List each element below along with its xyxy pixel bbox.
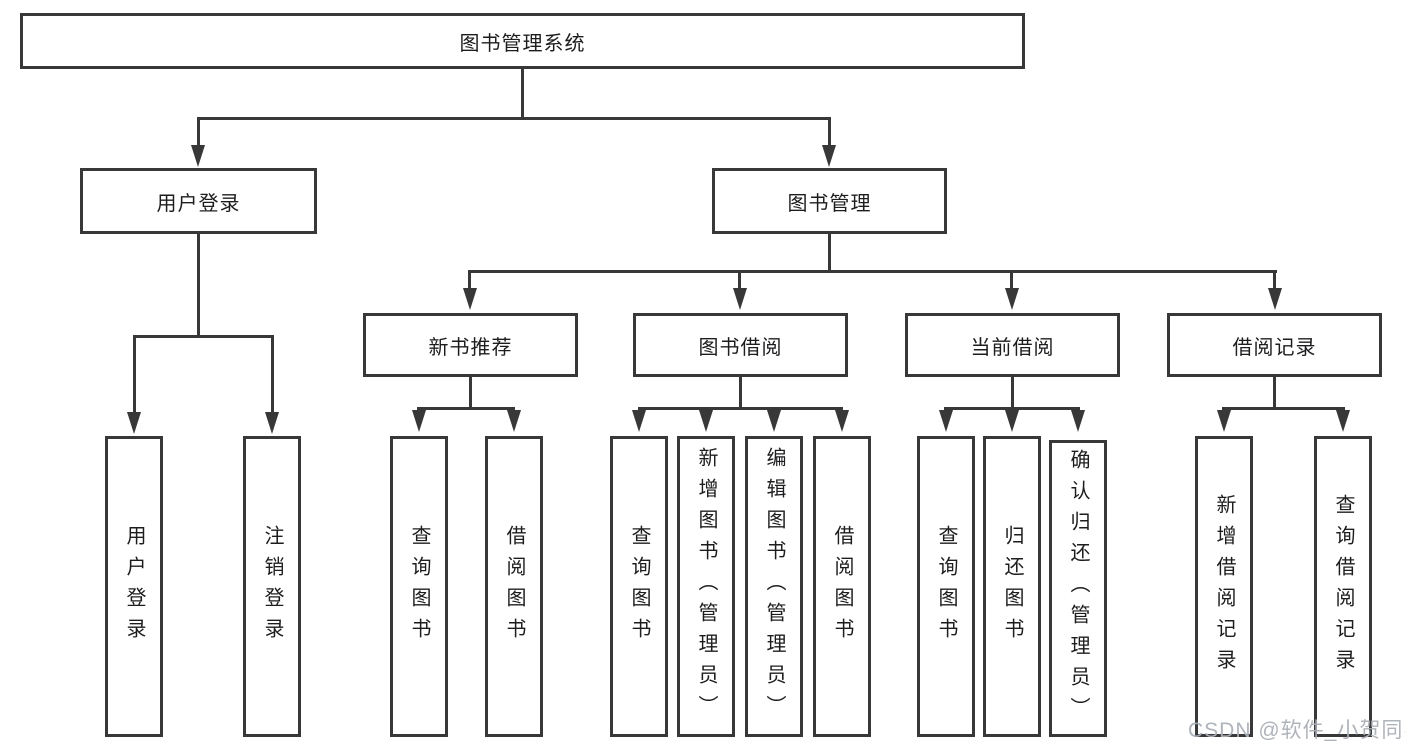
node-leaf-add-borrow-record: 新增借阅记录 xyxy=(1195,436,1253,737)
arrow-to-add-books xyxy=(699,410,713,432)
connector-borrow-records-stem xyxy=(1273,377,1276,409)
connector-user-login-stem xyxy=(197,234,200,337)
node-current-borrow: 当前借阅 xyxy=(905,313,1120,377)
arrow-to-edit-books xyxy=(767,410,781,432)
arrow-to-return-books xyxy=(1005,410,1019,432)
node-leaf-query-books-1: 查询图书 xyxy=(390,436,448,737)
connector-to-book-borrow-stem xyxy=(738,270,741,290)
node-leaf-query-borrow-record: 查询借阅记录 xyxy=(1314,436,1372,737)
node-leaf-return-books: 归还图书 xyxy=(983,436,1041,737)
connector-new-books-branch xyxy=(417,407,515,410)
connector-borrow-records-branch xyxy=(1222,407,1345,410)
arrow-to-query-record xyxy=(1336,410,1350,432)
arrow-to-query-books-2 xyxy=(632,410,646,432)
connector-to-leaf-logout-stem xyxy=(271,335,274,412)
connector-to-current-borrow-stem xyxy=(1010,270,1013,290)
node-leaf-add-books-admin: 新增图书（管理员） xyxy=(677,436,735,737)
node-borrow-records: 借阅记录 xyxy=(1167,313,1382,377)
connector-to-new-books-stem xyxy=(468,270,471,290)
arrow-to-book-borrow xyxy=(733,288,747,310)
connector-root-stem xyxy=(521,69,524,119)
node-leaf-query-books-3: 查询图书 xyxy=(917,436,975,737)
connector-root-branch xyxy=(197,117,830,120)
connector-book-mgmt-branch xyxy=(468,270,1277,273)
connector-user-login-branch xyxy=(133,335,274,338)
arrow-to-leaf-login xyxy=(127,412,141,434)
node-leaf-user-login: 用户登录 xyxy=(105,436,163,737)
node-new-book-recommend: 新书推荐 xyxy=(363,313,578,377)
node-leaf-borrow-books-2: 借阅图书 xyxy=(813,436,871,737)
arrow-to-user-login xyxy=(191,145,205,167)
arrow-to-leaf-logout xyxy=(265,412,279,434)
arrow-to-confirm-return xyxy=(1071,410,1085,432)
node-leaf-borrow-books-1: 借阅图书 xyxy=(485,436,543,737)
arrow-to-borrow-records xyxy=(1268,288,1282,310)
arrow-to-book-mgmt xyxy=(822,145,836,167)
connector-book-mgmt-stem xyxy=(828,234,831,272)
arrow-to-borrow-books-2 xyxy=(835,410,849,432)
arrow-to-query-books-1 xyxy=(412,410,426,432)
arrow-to-new-books xyxy=(463,288,477,310)
node-leaf-logout: 注销登录 xyxy=(243,436,301,737)
node-book-management: 图书管理 xyxy=(712,168,947,234)
connector-to-leaf-login-stem xyxy=(133,335,136,412)
arrow-to-add-record xyxy=(1217,410,1231,432)
arrow-to-borrow-books-1 xyxy=(507,410,521,432)
node-book-borrow: 图书借阅 xyxy=(633,313,848,377)
connector-book-borrow-branch xyxy=(638,407,843,410)
csdn-watermark: CSDN @软件_小贺同学 xyxy=(1188,719,1405,742)
node-leaf-query-books-2: 查询图书 xyxy=(610,436,668,737)
connector-to-borrow-records-stem xyxy=(1273,270,1276,290)
node-user-login: 用户登录 xyxy=(80,168,317,234)
connector-current-borrow-stem xyxy=(1011,377,1014,409)
connector-new-books-stem xyxy=(469,377,472,409)
node-leaf-edit-books-admin: 编辑图书（管理员） xyxy=(745,436,803,737)
connector-book-borrow-stem xyxy=(739,377,742,409)
connector-to-book-mgmt-stem xyxy=(828,117,831,146)
connector-to-user-login-stem xyxy=(197,117,200,146)
arrow-to-query-books-3 xyxy=(939,410,953,432)
arrow-to-current-borrow xyxy=(1005,288,1019,310)
node-leaf-confirm-return-admin: 确认归还（管理员） xyxy=(1049,440,1107,737)
node-system-root: 图书管理系统 xyxy=(20,13,1025,69)
connector-current-borrow-branch xyxy=(944,407,1080,410)
